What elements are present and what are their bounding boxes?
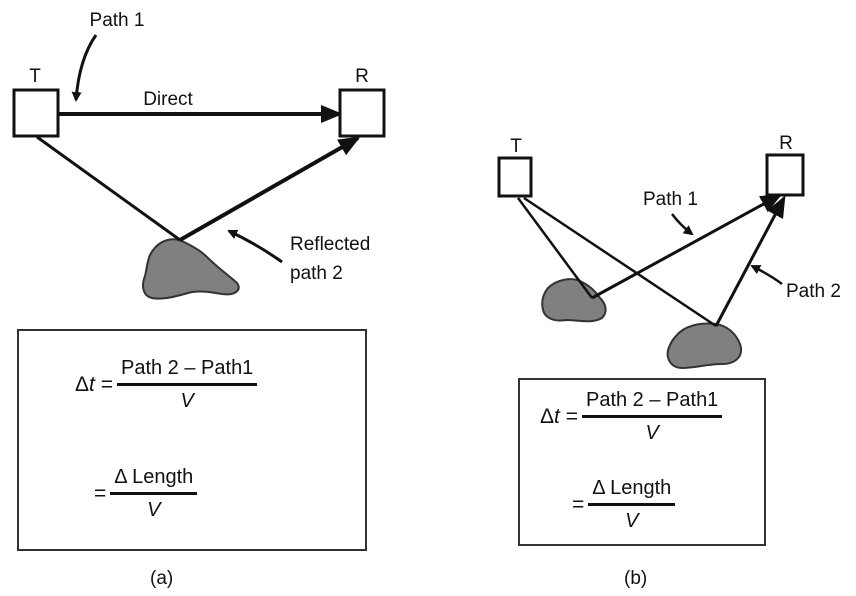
equation-a-line2: = Δ Length V	[94, 466, 198, 522]
transmitter-label-b: T	[510, 136, 522, 157]
fraction-bar-b2	[588, 503, 676, 506]
fraction-length-a: Δ Length V	[110, 466, 198, 522]
obstacle-reflector-a	[142, 238, 240, 300]
obstacle-reflector-b2	[666, 322, 742, 370]
path2-callout-arrow-b	[750, 264, 783, 286]
time-variable-b: t	[554, 405, 560, 428]
reflected-label-a-line2: path 2	[290, 263, 343, 284]
numerator-delta-length-b: Δ Length	[592, 477, 672, 499]
reflected-label-a-line1: Reflected	[290, 234, 370, 255]
incident-path1-b	[516, 197, 594, 299]
transmitter-box-a	[12, 88, 60, 138]
equation-b-line1: Δt = Path 2 – Path1 V	[540, 389, 723, 445]
transmitter-label-a: T	[29, 66, 41, 87]
equals-sign-a1: =	[100, 373, 113, 396]
caption-a: (a)	[150, 568, 174, 589]
equals-sign-b1: =	[565, 405, 578, 428]
delta-symbol-b: Δ	[540, 405, 555, 428]
caption-b: (b)	[624, 568, 648, 589]
reflected-path2-b	[714, 195, 786, 327]
panel-b-diagram: T R Path 1 Path 2	[497, 133, 841, 370]
denominator-velocity-b2: V	[625, 510, 639, 532]
path1-callout-arrow-b	[671, 213, 694, 236]
path2-label-b: Path 2	[786, 281, 841, 302]
incident-path2-b	[523, 196, 717, 328]
fraction-bar-b1	[581, 415, 723, 418]
reflected-path-a	[179, 136, 361, 242]
panel-a-diagram: T R Direct Path 1 Reflected path 2	[12, 10, 386, 300]
receiver-label-a: R	[355, 66, 369, 87]
denominator-velocity-b1: V	[645, 422, 659, 444]
path1-callout-arrow-a	[71, 34, 98, 102]
equals-sign-a2: =	[94, 482, 107, 505]
path1-label-a: Path 1	[90, 10, 145, 31]
equation-a-line1: Δt = Path 2 – Path1 V	[75, 357, 258, 413]
fraction-length-b: Δ Length V	[588, 477, 676, 533]
reflected-callout-arrow-a	[227, 229, 283, 264]
incident-path-a	[36, 135, 181, 242]
direct-label-a: Direct	[143, 89, 193, 110]
denominator-velocity-a2: V	[147, 499, 161, 521]
fraction-path-difference-b: Path 2 – Path1 V	[581, 389, 723, 445]
equation-box-b	[518, 378, 766, 546]
receiver-label-b: R	[779, 133, 793, 154]
receiver-box-b	[765, 153, 805, 197]
equation-b-line2: = Δ Length V	[572, 477, 676, 533]
denominator-velocity-a1: V	[180, 390, 194, 412]
numerator-delta-length-a: Δ Length	[114, 466, 194, 488]
path1-label-b: Path 1	[643, 189, 698, 210]
time-variable-a: t	[89, 373, 95, 396]
numerator-path-difference-a: Path 2 – Path1	[120, 357, 254, 379]
equals-sign-b2: =	[572, 493, 585, 516]
fraction-path-difference-a: Path 2 – Path1 V	[116, 357, 258, 413]
equation-box-a	[17, 329, 367, 551]
numerator-path-difference-b: Path 2 – Path1	[585, 389, 719, 411]
delta-symbol-a: Δ	[75, 373, 90, 396]
obstacle-reflector-b1	[541, 278, 607, 323]
fraction-bar-a2	[110, 492, 198, 495]
transmitter-box-b	[497, 156, 533, 198]
reflected-path1-b	[591, 193, 783, 300]
fraction-bar-a1	[116, 383, 258, 386]
receiver-box-a	[338, 88, 386, 138]
